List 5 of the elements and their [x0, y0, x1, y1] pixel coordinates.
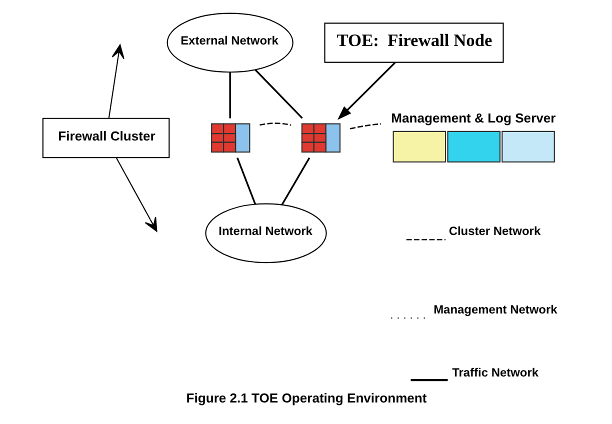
caption: Figure 2.1 TOE Operating Environment — [186, 390, 427, 406]
node-label: Management & Log Server — [391, 110, 556, 125]
legend-label: Management Network — [434, 302, 558, 316]
legend-label: Cluster Network — [448, 224, 541, 238]
legend-label: Traffic Network — [452, 365, 539, 380]
